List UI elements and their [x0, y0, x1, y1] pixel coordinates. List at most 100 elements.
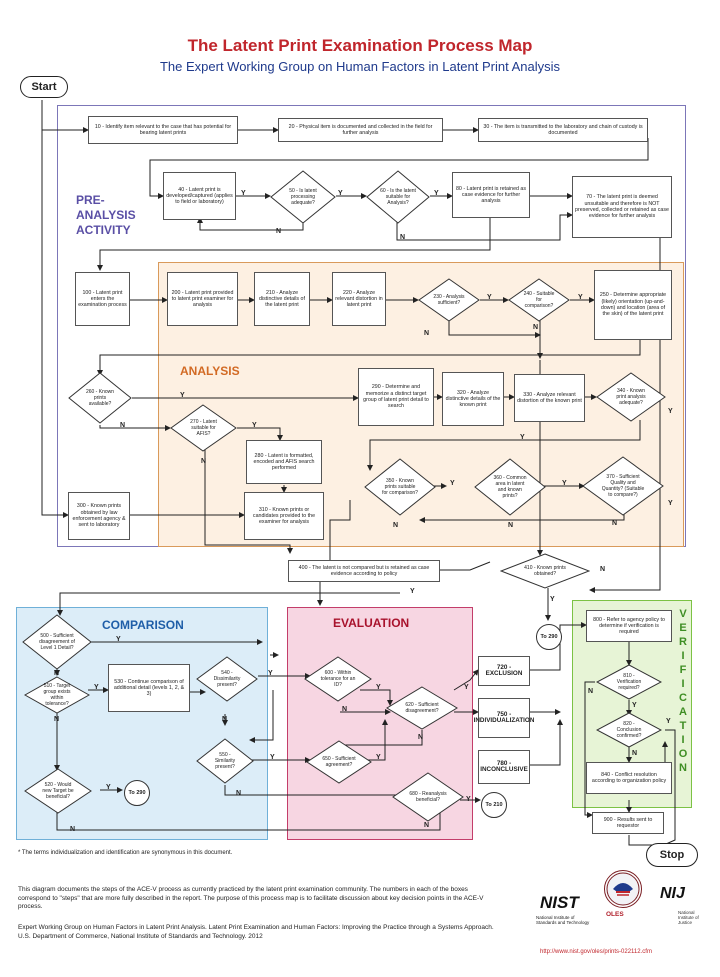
step-200: 200 - Latent print provided to latent pr… [167, 272, 238, 326]
step-800: 800 - Refer to agency policy to determin… [586, 610, 672, 642]
answer-label: N [276, 228, 282, 235]
verification-letter: A [679, 706, 687, 718]
answer-label: Y [450, 480, 455, 487]
decision-650: 650 - Sufficient agreement? [306, 740, 372, 784]
step-text: 600 - Within tolerance for an ID? [320, 670, 356, 688]
answer-label: N [120, 422, 126, 429]
verification-letter: O [678, 748, 688, 760]
source-url-link[interactable]: http://www.nist.gov/oles/prints-022112.c… [540, 949, 652, 955]
verification-letter: I [681, 650, 685, 662]
step-text: 310 - Known prints or candidates provide… [252, 506, 316, 526]
answer-label: Y [180, 392, 185, 399]
page-subtitle: The Expert Working Group on Human Factor… [159, 59, 561, 74]
answer-label: N [54, 670, 60, 677]
answer-label: N [632, 750, 638, 757]
connector-to-210: To 210 [481, 792, 507, 818]
step-text: 800 - Refer to agency policy to determin… [593, 616, 665, 636]
verification-letter: R [679, 636, 687, 648]
step-text: 340 - Known print analysis adequate? [616, 388, 646, 406]
description-text: This diagram documents the steps of the … [18, 886, 484, 910]
decision-540: 540 - Dissimilarity present? [196, 656, 258, 702]
verification-letter: E [679, 622, 687, 634]
step-80: 80 - Latent print is retained as case ev… [452, 172, 530, 218]
start-terminal: Start [20, 76, 68, 98]
answer-label: Y [376, 684, 381, 691]
step-text: 510 - Target group exists within toleran… [43, 683, 71, 707]
step-530: 530 - Continue comparison of additional … [108, 664, 190, 712]
step-40: 40 - Latent print is developed/captured … [163, 172, 236, 220]
answer-label: N [342, 706, 348, 713]
answer-label: N [236, 790, 242, 797]
nij-logo: NIJ [660, 885, 685, 902]
answer-label: Y [578, 294, 583, 301]
decision-340: 340 - Known print analysis adequate? [596, 372, 666, 422]
step-text: 210 - Analyze distinctive details of the… [259, 289, 305, 309]
step-text: 520 - Would new Target be beneficial? [42, 782, 74, 800]
page-title: The Latent Print Examination Process Map [187, 36, 533, 55]
step-text: 320 - Analyze distinctive details of the… [445, 389, 501, 409]
decision-360: 360 - Common area in latent and known pr… [474, 458, 546, 516]
step-text: 250 - Determine appropriate (likely) ori… [599, 292, 667, 318]
verification-letter: I [681, 678, 685, 690]
answer-label: Y [666, 718, 671, 725]
step-text: 400 - The latent is not compared but is … [298, 564, 430, 577]
step-text: 540 - Dissimilarity present? [213, 670, 241, 688]
step-text: 410 - Known prints obtained? [524, 565, 566, 577]
step-text: 230 - Analysis sufficient? [433, 294, 465, 306]
answer-label: N [588, 688, 594, 695]
pre-analysis-label: PRE- ANALYSIS ACTIVITY [76, 193, 156, 238]
answer-label: Y [94, 684, 99, 691]
answer-label: N [222, 716, 228, 723]
step-100: 100 - Latent print enters the examinatio… [75, 272, 130, 326]
step-310: 310 - Known prints or candidates provide… [244, 492, 324, 540]
step-text: 780 - INCONCLUSIVE [480, 759, 528, 773]
answer-label: Y [487, 294, 492, 301]
answer-label: Y [116, 636, 121, 643]
step-text: 260 - Known prints available? [85, 389, 115, 407]
decision-410: 410 - Known prints obtained? [500, 553, 590, 589]
decision-680: 680 - Reanalysis beneficial? [392, 772, 464, 822]
decision-600: 600 - Within tolerance for an ID? [304, 656, 372, 702]
step-280: 280 - Latent is formatted, encoded and A… [246, 440, 322, 484]
decision-260: 260 - Known prints available? [68, 372, 132, 424]
nist-logo-subtitle: National Institute of Standards and Tech… [536, 915, 590, 925]
answer-label: Y [241, 190, 246, 197]
step-text: 240 - Suitable for comparison? [523, 291, 555, 309]
step-30: 30 - The item is transmitted to the labo… [478, 118, 648, 142]
step-text: 530 - Continue comparison of additional … [113, 678, 185, 698]
connector-to-290: To 290 [536, 624, 562, 650]
step-320: 320 - Analyze distinctive details of the… [442, 372, 504, 426]
decision-350: 350 - Known prints suitable for comparis… [364, 458, 436, 516]
decision-230: 230 - Analysis sufficient? [418, 278, 480, 322]
answer-label: Y [466, 796, 471, 803]
step-text: 30 - The item is transmitted to the labo… [483, 123, 643, 136]
answer-label: N [393, 522, 399, 529]
decision-370: 370 - Sufficient Quality and Quantity? (… [582, 456, 664, 516]
verification-label: V E R I F I C A T I O N [678, 607, 688, 775]
conclusion-720: 720 - EXCLUSION [478, 656, 530, 686]
step-text: 820 - Conclusion confirmed? [616, 721, 642, 739]
verification-letter: N [679, 762, 687, 774]
decision-50: 50 - Is latent processing adequate? [270, 170, 336, 224]
step-text: 840 - Conflict resolution according to o… [591, 771, 667, 784]
step-text: 300 - Known prints obtained by law enfor… [72, 503, 126, 529]
comparison-label: COMPARISON [102, 618, 184, 632]
step-220: 220 - Analyze relevant distortion in lat… [332, 272, 386, 326]
step-text: 720 - EXCLUSION [485, 663, 523, 677]
step-text: 220 - Analyze relevant distortion in lat… [335, 289, 383, 309]
verification-letter: V [679, 608, 687, 620]
decision-510: 510 - Target group exists within toleran… [24, 676, 90, 714]
verification-letter: T [679, 720, 687, 732]
step-text: 70 - The latent print is deemed unsuitab… [575, 194, 669, 220]
step-text: 200 - Latent print provided to latent pr… [171, 289, 234, 309]
step-text: 680 - Reanalysis beneficial? [409, 791, 447, 803]
step-text: 50 - Is latent processing adequate? [289, 188, 317, 206]
footnote: * The terms individualization and identi… [18, 850, 233, 856]
step-840: 840 - Conflict resolution according to o… [586, 762, 672, 794]
step-text: 290 - Determine and memorize a distinct … [363, 384, 429, 410]
answer-label: N [508, 522, 514, 529]
step-text: 650 - Sufficient agreement? [322, 756, 356, 768]
answer-label: Y [106, 784, 111, 791]
step-400: 400 - The latent is not compared but is … [288, 560, 440, 582]
decision-810: 810 - Verification required? [596, 664, 662, 700]
